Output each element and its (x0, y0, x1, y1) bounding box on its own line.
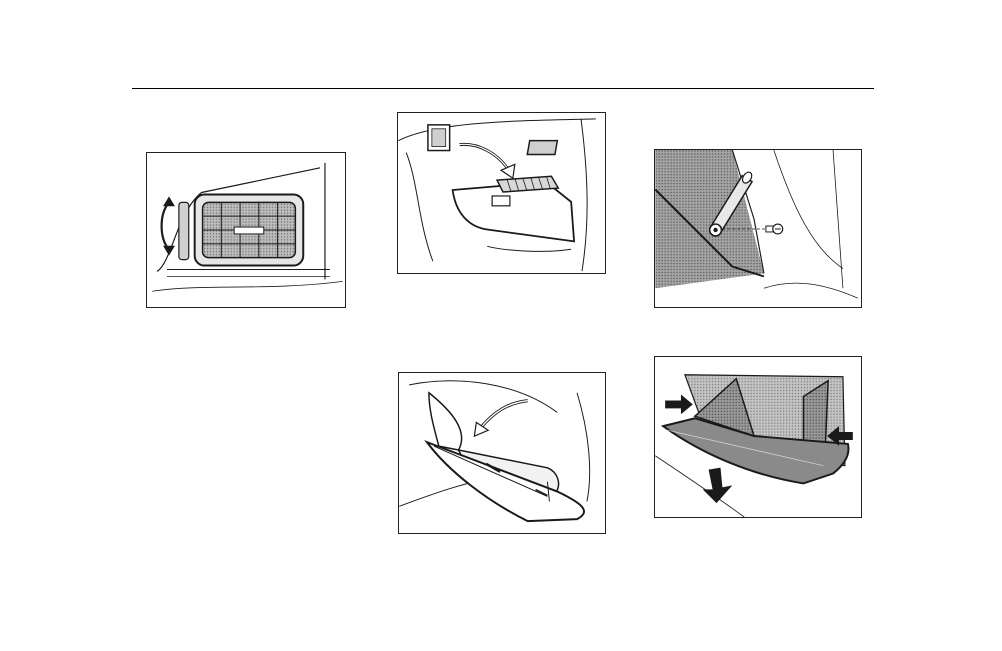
figure-air-vent (146, 152, 346, 308)
figure-cabin-filter (397, 112, 606, 274)
vent-thumbwheel (179, 202, 189, 259)
hinge-pin-illustration (655, 150, 861, 307)
figure-glovebox-open (398, 372, 606, 534)
down-arrow-icon (703, 468, 733, 504)
up-down-arrow-icon (162, 196, 175, 255)
curved-arrow-icon (460, 144, 515, 178)
curved-arrow-icon (474, 401, 527, 437)
screw-icon (766, 224, 783, 234)
air-vent-illustration (147, 153, 345, 307)
glovebox-open-illustration (399, 373, 605, 533)
header-rule (132, 88, 874, 89)
glovebox-icon (427, 393, 584, 521)
figure-glovebox-release (654, 356, 862, 518)
glovebox-release-illustration (655, 357, 861, 517)
cabin-filter-illustration (398, 113, 605, 273)
figure-hinge-pin (654, 149, 862, 308)
